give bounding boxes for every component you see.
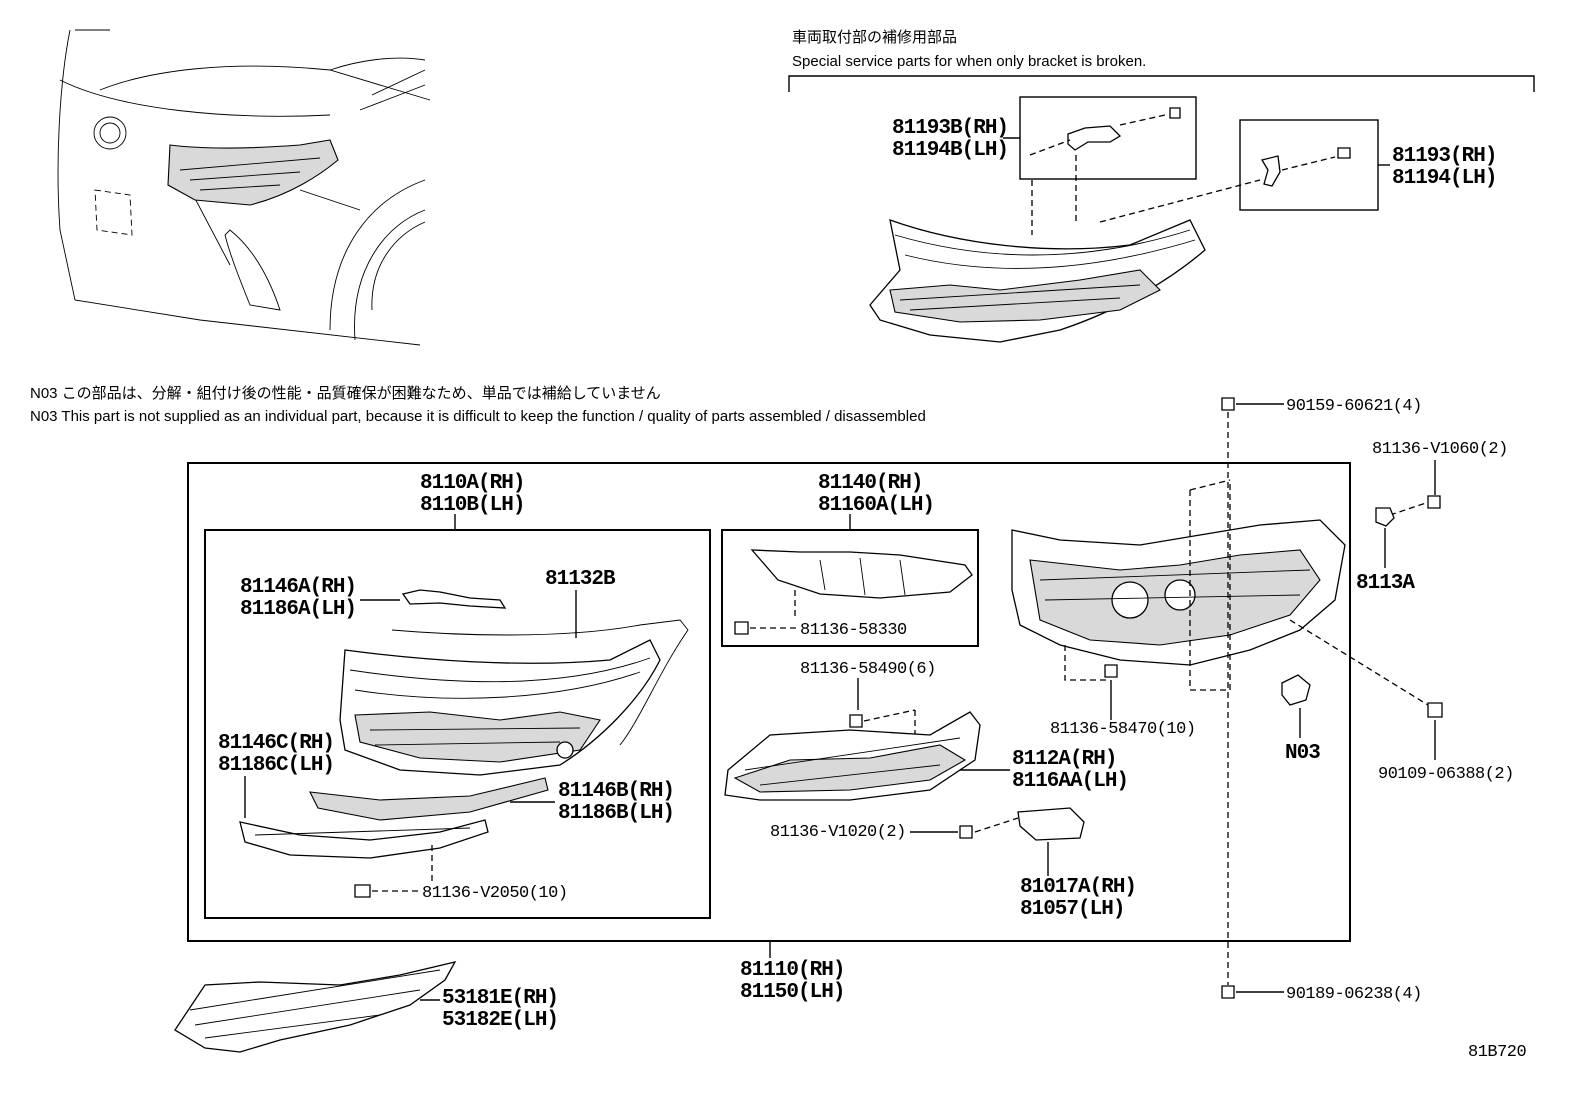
housing-assembly-group: 81136-58470(10) N03 90109-06388(2) 81136… [1011, 397, 1514, 1004]
screw-icon [1104, 664, 1118, 678]
bolt-icon [1427, 495, 1441, 509]
label-8116AA-lh: 8116AA(LH) [1012, 770, 1128, 793]
box-81193 [1239, 119, 1379, 211]
seal-81132B [391, 619, 689, 746]
header-bracket-line [788, 75, 1535, 92]
label-8112A-rh: 8112A(RH) [1012, 748, 1116, 771]
label-90189-06238: 90189-06238(4) [1286, 985, 1422, 1004]
label-81136-58490: 81136-58490(6) [800, 660, 936, 679]
header-en: Special service parts for when only brac… [792, 53, 1146, 70]
label-81136-V1020: 81136-V1020(2) [770, 823, 906, 842]
bracket-81193 [1260, 155, 1281, 187]
bolt-icon [1169, 107, 1181, 119]
part-N03 [1281, 674, 1311, 706]
label-81146C-rh: 81146C(RH) [218, 732, 334, 755]
label-81193B-rh: 81193B(RH) [892, 117, 1008, 140]
screw-icon [959, 825, 973, 839]
headlamp-upper-view [869, 219, 1206, 343]
bracket-81140-group: 81136-58330 [734, 549, 973, 640]
label-90159-60621: 90159-60621(4) [1286, 397, 1422, 416]
label-81150-lh: 81150(LH) [740, 981, 844, 1004]
assembly-outer-box [187, 462, 1351, 942]
label-81193-rh: 81193(RH) [1392, 145, 1496, 168]
label-8110B-lh: 8110B(LH) [420, 494, 524, 517]
clip-icon [1427, 702, 1443, 718]
box-8110A [204, 529, 711, 919]
screw-icon [354, 884, 371, 898]
bolt-icon [1221, 397, 1235, 411]
garnish-53181E-group: 53181E(RH) 53182E(LH) [174, 961, 559, 1053]
bracket-81146C [239, 819, 489, 859]
figure-id: 81B720 [1468, 1043, 1527, 1062]
label-8110A-rh: 8110A(RH) [420, 472, 524, 495]
label-81194-lh: 81194(LH) [1392, 167, 1496, 190]
label-81186A-lh: 81186A(LH) [240, 598, 356, 621]
nut-icon [1375, 507, 1395, 527]
label-81136-58330: 81136-58330 [800, 621, 907, 640]
module-81017A [1017, 807, 1085, 841]
label-90109-06388: 90109-06388(2) [1378, 765, 1514, 784]
note-en: N03 This part is not supplied as an indi… [30, 408, 926, 425]
header-jp: 車両取付部の補修用部品 [792, 29, 957, 46]
screw-icon [734, 621, 749, 635]
lens-housing-group: 81146A(RH) 81186A(LH) 81132B 81146C(RH) … [218, 568, 689, 903]
garnish-53181E [174, 961, 457, 1053]
label-8113A: 8113A [1356, 572, 1415, 595]
lamp-8112A-group: 81136-58490(6) 8112A(RH) 8116AA(LH) 8113… [724, 660, 1137, 921]
label-53181E-rh: 53181E(RH) [442, 987, 558, 1010]
label-81136-V1060: 81136-V1060(2) [1372, 440, 1508, 459]
label-N03: N03 [1285, 742, 1320, 765]
label-81110-rh: 81110(RH) [740, 959, 844, 982]
label-81146A-rh: 81146A(RH) [240, 576, 356, 599]
label-81136-58470: 81136-58470(10) [1050, 720, 1196, 739]
label-81057-lh: 81057(LH) [1020, 898, 1124, 921]
bolt-icon [1337, 147, 1351, 159]
bracket-81146A [401, 589, 507, 609]
note-jp: N03 この部品は、分解・組付け後の性能・品質確保が困難なため、単品では補給して… [30, 384, 661, 402]
vehicle-front-illustration [57, 29, 431, 346]
screw-icon [849, 714, 863, 728]
label-81186B-lh: 81186B(LH) [558, 802, 674, 825]
label-81140-rh: 81140(RH) [818, 472, 922, 495]
bracket-service-parts-section: 車両取付部の補修用部品 Special service parts for wh… [788, 29, 1535, 343]
label-81132B: 81132B [545, 568, 616, 591]
label-81017A-rh: 81017A(RH) [1020, 876, 1136, 899]
label-81136-V2050: 81136-V2050(10) [422, 884, 568, 903]
notes-section: N03 この部品は、分解・組付け後の性能・品質確保が困難なため、単品では補給して… [30, 384, 926, 425]
bracket-81146B [309, 777, 549, 821]
label-81160A-lh: 81160A(LH) [818, 494, 934, 517]
clip-icon [1221, 985, 1235, 999]
label-81194B-lh: 81194B(LH) [892, 139, 1008, 162]
label-53182E-lh: 53182E(LH) [442, 1009, 558, 1032]
bracket-81193B [1067, 125, 1122, 151]
label-81186C-lh: 81186C(LH) [218, 754, 334, 777]
label-81146B-rh: 81146B(RH) [558, 780, 674, 803]
